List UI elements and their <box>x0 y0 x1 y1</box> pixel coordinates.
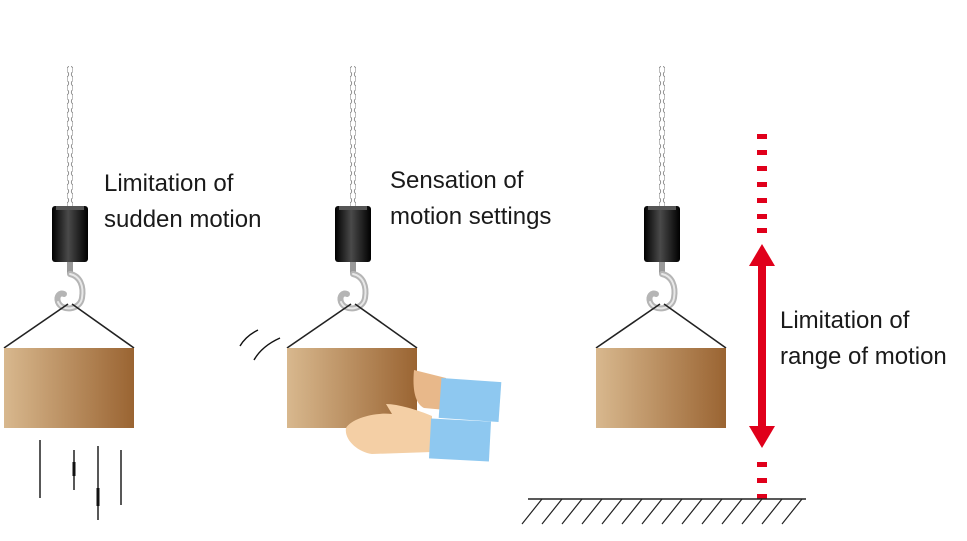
label-line: Limitation of <box>780 307 910 334</box>
crane-assembly-3 <box>596 66 726 428</box>
double-arrow-icon <box>749 244 775 448</box>
motion-lines-icon <box>39 440 122 520</box>
label-line: Limitation of <box>104 170 234 197</box>
label-range-of-motion: Limitation of range of motion <box>780 303 947 375</box>
crane-assembly-1 <box>4 66 134 428</box>
ground-hatch-icon <box>521 498 806 525</box>
panel-sudden-motion <box>4 66 134 520</box>
panel-motion-settings <box>239 66 502 462</box>
label-line: Sensation of <box>390 167 524 194</box>
crane-assembly-2 <box>287 66 417 428</box>
label-line: range of motion <box>780 343 947 370</box>
motion-lines-icon <box>239 329 281 361</box>
dotted-limit-bottom <box>757 462 767 499</box>
label-motion-settings: Sensation of motion settings <box>390 163 551 235</box>
label-line: motion settings <box>390 203 552 230</box>
dotted-limit-top <box>757 134 767 233</box>
hands-icon <box>345 370 502 462</box>
label-sudden-motion: Limitation of sudden motion <box>104 166 261 238</box>
label-line: sudden motion <box>104 206 262 233</box>
panel-range-of-motion <box>521 66 806 525</box>
